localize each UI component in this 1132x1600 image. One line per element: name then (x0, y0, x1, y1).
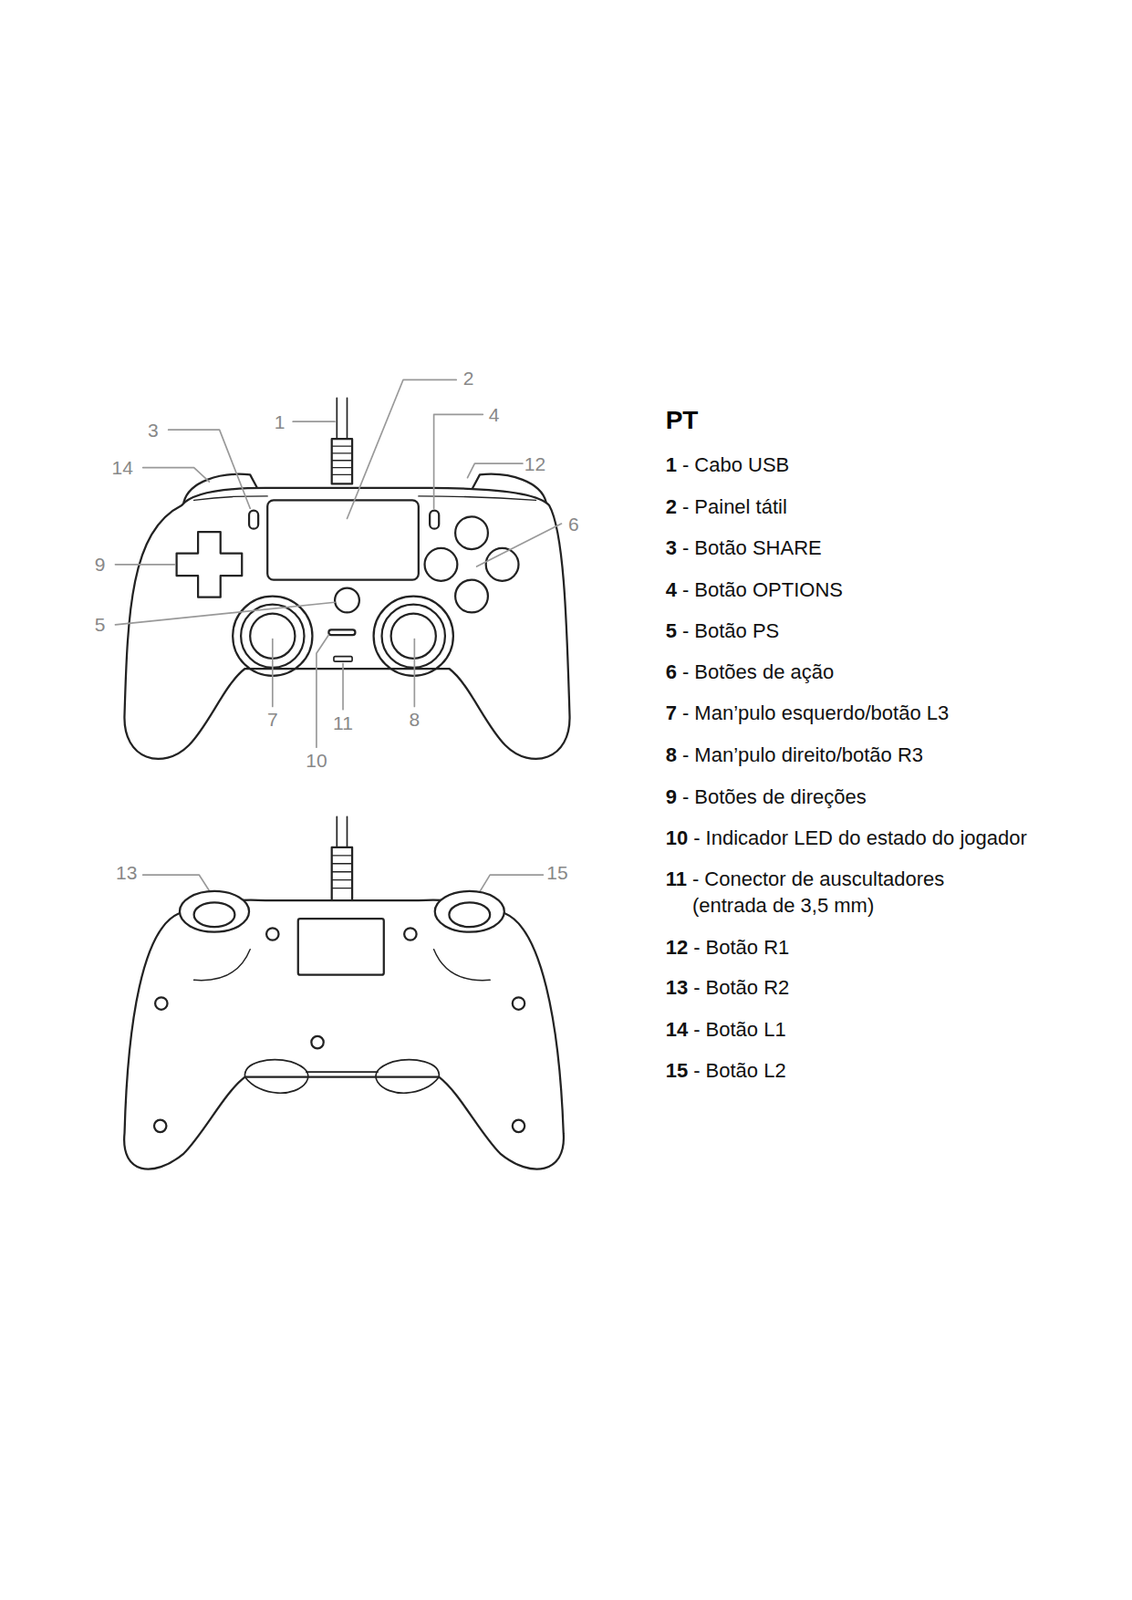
callout-number: 1 (274, 412, 286, 432)
item-description: - Botões de ação (682, 658, 834, 686)
item-number: 8 (665, 741, 677, 769)
item-number: 14 (665, 1016, 688, 1044)
back-view (124, 816, 564, 1169)
callout-number: 7 (267, 709, 279, 729)
item-description: - Cabo USB (682, 451, 790, 479)
item-description: - Botões de direções (682, 783, 867, 811)
item-number: 9 (665, 783, 677, 811)
item-description: - Man’pulo direito/botão R3 (682, 741, 924, 769)
callout-number: 15 (546, 862, 568, 883)
item-description: - Man’pulo esquerdo/botão L3 (682, 699, 949, 727)
legend-row: 6- Botões de ação (665, 658, 835, 686)
item-number: 6 (665, 658, 677, 686)
callout-number: 2 (463, 368, 475, 388)
callout-number: 5 (94, 614, 106, 634)
legend-row: 14- Botão L1 (665, 1016, 787, 1044)
item-description: - Botão OPTIONS (682, 576, 843, 604)
legend-row: 3- Botão SHARE (665, 534, 822, 562)
legend-row: 12- Botão R1 (665, 934, 790, 962)
item-number: 15 (665, 1057, 688, 1085)
callout-number: 12 (524, 454, 546, 474)
legend-row: 13- Botão R2 (665, 974, 790, 1002)
item-number: 12 (665, 934, 688, 962)
item-description: - Botão R2 (693, 974, 790, 1002)
callout-number: 9 (94, 554, 106, 574)
item-number: 7 (665, 699, 677, 727)
legend-row: 15- Botão L2 (665, 1057, 787, 1085)
callout-number: 8 (409, 709, 421, 729)
legend-row: 10- Indicador LED do estado do jogador (665, 824, 1028, 852)
callout-number: 4 (488, 405, 500, 425)
legend-row: 11- Conector de auscultadores (entrada d… (665, 865, 966, 920)
legend-row: 4- Botão OPTIONS (665, 576, 843, 604)
language-heading: PT (665, 407, 699, 434)
item-number: 10 (665, 824, 688, 852)
item-number: 2 (665, 493, 677, 521)
legend-row: 8- Man’pulo direito/botão R3 (665, 741, 924, 769)
item-number: 3 (665, 534, 677, 562)
item-number: 13 (665, 974, 688, 1002)
callout-number: 13 (115, 862, 137, 883)
callout-number: 11 (332, 713, 354, 733)
item-description: - Botão SHARE (682, 534, 822, 562)
item-number: 5 (665, 617, 677, 645)
callout-number: 6 (568, 514, 580, 534)
item-number: 1 (665, 451, 677, 479)
item-number: 4 (665, 576, 677, 604)
legend-row: 5- Botão PS (665, 617, 780, 645)
legend-row: 9- Botões de direções (665, 783, 867, 811)
callout-number: 10 (305, 750, 327, 770)
item-description: - Conector de auscultadores (entrada de … (692, 865, 966, 920)
legend-row: 7- Man’pulo esquerdo/botão L3 (665, 699, 950, 727)
item-description: - Botão L1 (693, 1016, 787, 1044)
item-description: - Indicador LED do estado do jogador (693, 824, 1028, 852)
item-description: - Botão R1 (693, 934, 790, 962)
front-view (124, 397, 570, 759)
item-description: - Botão L2 (693, 1057, 787, 1085)
item-description: - Botão PS (682, 617, 779, 645)
leader-lines (114, 379, 561, 904)
item-number: 11 (665, 865, 687, 894)
callout-number: 3 (147, 420, 159, 440)
item-description: - Painel tátil (682, 493, 788, 521)
callout-number: 14 (112, 457, 134, 478)
legend-row: 2- Painel tátil (665, 493, 788, 521)
legend-row: 1- Cabo USB (665, 451, 790, 479)
